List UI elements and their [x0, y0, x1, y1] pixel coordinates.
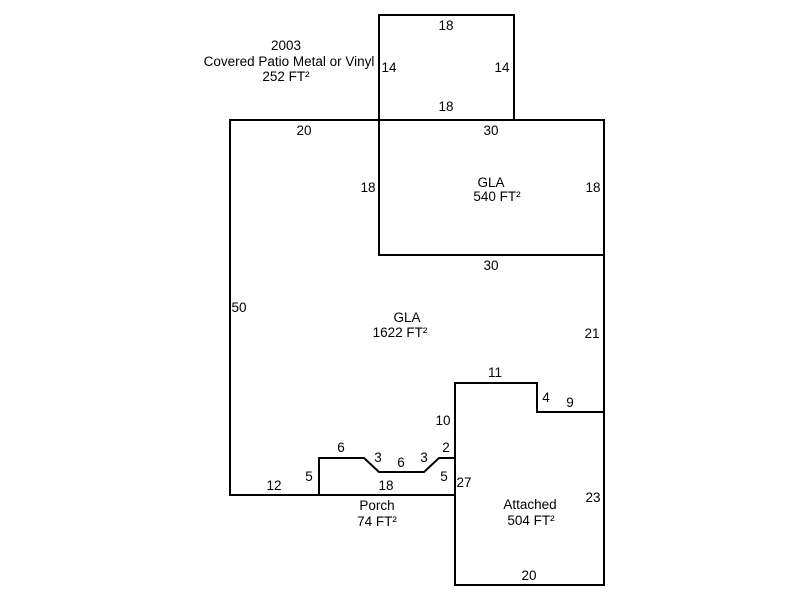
dim-label: 18 — [438, 18, 453, 33]
dim-label: 30 — [483, 258, 498, 273]
dim-label: 9 — [566, 395, 574, 410]
patio-name: Covered Patio Metal or Vinyl — [204, 54, 375, 69]
dim-label: 6 — [337, 440, 345, 455]
upper-gla-outline — [378, 119, 605, 256]
dim-label: 30 — [483, 123, 498, 138]
porch-outline — [318, 457, 455, 495]
dim-label: 14 — [494, 60, 510, 75]
porch-area: 74 FT² — [357, 514, 397, 529]
dim-label: 18 — [360, 180, 375, 195]
porch-name: Porch — [359, 498, 394, 513]
dim-label: 18 — [378, 478, 393, 493]
dim-label: 4 — [542, 390, 550, 405]
dim-label: 20 — [296, 123, 311, 138]
dim-label: 18 — [438, 99, 453, 114]
attached-area: 504 FT² — [507, 513, 555, 528]
dim-label: 21 — [584, 326, 599, 341]
dim-label: 20 — [521, 568, 536, 583]
dim-label: 23 — [585, 490, 600, 505]
dim-label: 2 — [442, 440, 450, 455]
dim-label: 18 — [585, 180, 600, 195]
attached-name: Attached — [503, 497, 556, 512]
dim-label: 10 — [435, 413, 450, 428]
patio-year: 2003 — [271, 38, 301, 53]
dim-label: 6 — [397, 455, 405, 470]
dim-label: 5 — [440, 469, 448, 484]
main-gla-outline — [229, 119, 605, 496]
dim-label: 3 — [420, 450, 428, 465]
dim-label: 14 — [381, 60, 397, 75]
gla-main-name: GLA — [393, 310, 420, 325]
dim-label: 12 — [266, 478, 281, 493]
gla-upper-name: GLA — [477, 175, 504, 190]
patio-area: 252 FT² — [262, 69, 310, 84]
dim-label: 5 — [305, 469, 313, 484]
dim-label: 50 — [231, 300, 246, 315]
gla-upper-area: 540 FT² — [473, 189, 521, 204]
gla-main-area: 1622 FT² — [373, 325, 428, 340]
dim-label: 27 — [456, 475, 471, 490]
dim-label: 11 — [488, 365, 502, 380]
dim-label: 3 — [374, 450, 382, 465]
attached-garage-outline — [454, 383, 605, 586]
